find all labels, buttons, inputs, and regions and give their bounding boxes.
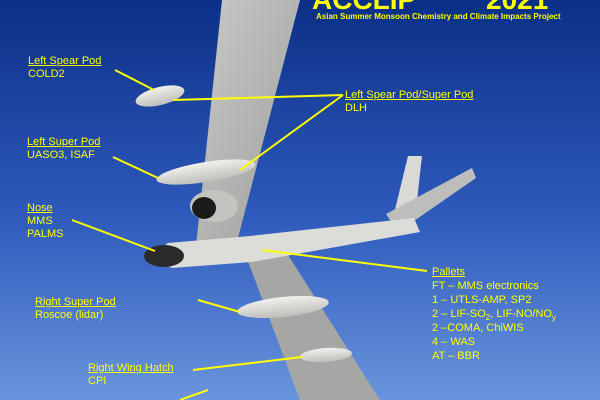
leader-line-dlh-1 [172, 94, 344, 101]
right-super-pod [237, 295, 329, 319]
engine-intake [192, 197, 216, 219]
leader-line-left-super-pod [112, 156, 159, 179]
leader-line-nose [71, 219, 156, 252]
fuselage [148, 218, 420, 268]
left-super-pod [156, 159, 256, 185]
leader-line-dlh-2 [239, 94, 344, 171]
callout-instruments: Roscoe (lidar) [35, 309, 104, 321]
callout-title: Left Spear Pod [28, 55, 102, 67]
left-wing [196, 0, 300, 246]
project-subtitle: Asian Summer Monsoon Chemistry and Clima… [316, 12, 561, 21]
pallet-line-2-mid: , LIF-NO/NO [490, 308, 552, 320]
callout-instrument: MMS [27, 215, 53, 227]
callout-left-super-pod: Left Super Pod UASO3, ISAF [27, 136, 100, 162]
callout-left-spear-pod: Left Spear Pod COLD2 [28, 55, 101, 81]
callout-nose: Nose MMS PALMS [27, 202, 63, 241]
leader-line-right-super-pod [197, 299, 241, 313]
subscript-noy: y [551, 313, 556, 323]
callout-instruments: CPI [88, 375, 107, 387]
callout-title: Nose [27, 202, 53, 214]
pallet-line-2-lif: 2 – LIF-SO2, LIF-NO/NOy [432, 307, 556, 323]
callout-title: Right Wing Hatch [88, 362, 174, 374]
left-spear-pod [135, 85, 185, 107]
callout-pallets: Pallets FT – MMS electronics 1 – UTLS-AM… [432, 265, 556, 363]
leader-line-left-spear-pod [114, 69, 155, 91]
horizontal-stabilizer [386, 168, 476, 232]
callout-title: Left Spear Pod/Super Pod [345, 89, 474, 101]
callout-right-wing-hatch: Right Wing Hatch CPI [88, 362, 174, 388]
leader-line-pallets [261, 249, 428, 272]
pallet-line-1: 1 – UTLS-AMP, SP2 [432, 294, 532, 306]
pallet-line-at: AT – BBR [432, 350, 480, 362]
callout-right-super-pod: Right Super Pod Roscoe (lidar) [35, 296, 116, 322]
leader-line-right-wing-hatch [192, 356, 303, 371]
pallet-line-2-coma: 2 –COMA, ChiWIS [432, 322, 524, 334]
callout-instruments: COLD2 [28, 68, 65, 80]
callout-title: Right Super Pod [35, 296, 116, 308]
callout-instruments: DLH [345, 102, 368, 114]
callout-title: Pallets [432, 266, 466, 278]
callout-instrument: PALMS [27, 228, 64, 240]
pallet-line-2-prefix: 2 – LIF-SO [432, 308, 486, 320]
callout-title: Left Super Pod [27, 136, 101, 148]
title-acclip: ACCLIP [312, 0, 416, 14]
pallet-line-4: 4 – WAS [432, 336, 475, 348]
right-wing [240, 236, 380, 400]
callout-left-spear-super-pod: Left Spear Pod/Super Pod DLH [345, 89, 473, 115]
pallet-line-ft: FT – MMS electronics [432, 280, 539, 292]
right-wing-hatch-pod [300, 347, 352, 363]
title-year: 2021 [486, 0, 548, 14]
subscript-so2: 2 [485, 313, 491, 323]
callout-instruments: UASO3, ISAF [27, 149, 95, 161]
leader-line-bottom [179, 389, 209, 400]
